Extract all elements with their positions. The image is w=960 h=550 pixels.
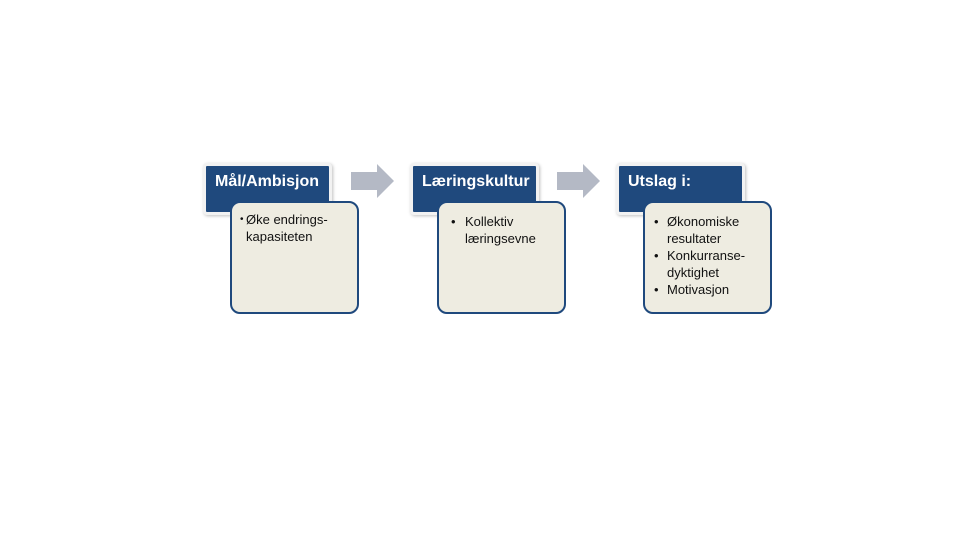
bullet-icon: • xyxy=(240,214,244,225)
step-1-card: • Øke endrings- kapasiteten xyxy=(230,201,359,314)
step-3-list: • Økonomiske resultater • Konkurranse- d… xyxy=(645,203,770,298)
step-2-card: • Kollektiv læringsevne xyxy=(437,201,566,314)
bullet-icon: • xyxy=(654,214,659,229)
step-3-title: Utslag i: xyxy=(628,173,692,190)
list-item: • Kollektiv læringsevne xyxy=(451,214,536,246)
step-1-list: • Øke endrings- kapasiteten xyxy=(232,203,357,245)
step-1-title: Mål/Ambisjon xyxy=(215,173,320,190)
step-3-card: • Økonomiske resultater • Konkurranse- d… xyxy=(643,201,772,314)
list-item: • Konkurranse- dyktighet xyxy=(654,248,746,280)
step-2-list: • Kollektiv læringsevne xyxy=(439,203,564,247)
bullet-icon: • xyxy=(654,282,659,297)
list-item: • Øke endrings- kapasiteten xyxy=(240,212,328,244)
bullet-icon: • xyxy=(451,214,456,229)
arrow-right-icon xyxy=(351,164,394,198)
bullet-icon: • xyxy=(654,248,659,263)
list-item: • Motivasjon xyxy=(654,282,730,297)
arrow-right-icon xyxy=(557,164,600,198)
list-item: • Økonomiske resultater xyxy=(654,214,740,246)
step-2-title: Læringskultur xyxy=(422,173,530,190)
